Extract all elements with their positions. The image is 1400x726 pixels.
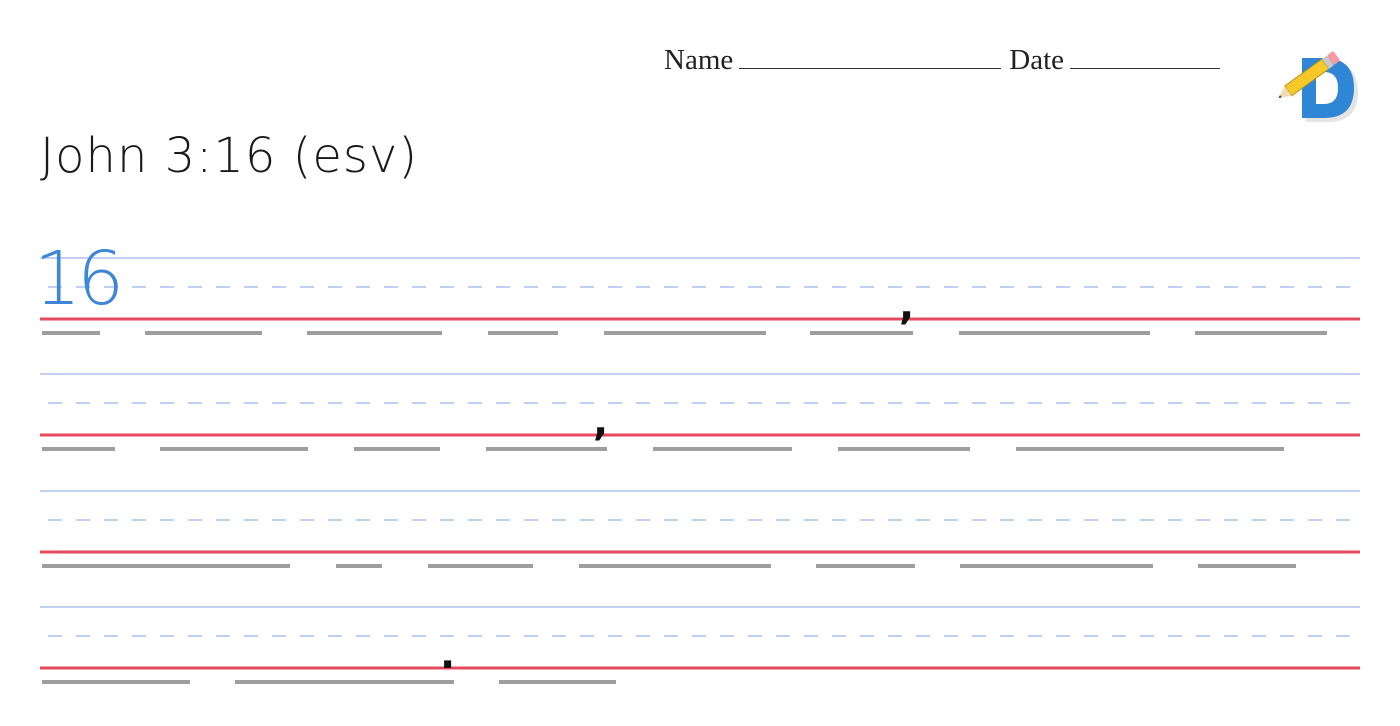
page-title: John 3:16 (esv) [40, 128, 419, 184]
comma-mark: , [593, 399, 608, 445]
comma-mark: , [899, 283, 914, 329]
pencil-icon [1278, 51, 1340, 98]
period-mark: . [440, 632, 455, 678]
worksheet-header: Name Date [664, 44, 1228, 77]
date-label: Date [1009, 44, 1064, 76]
name-field[interactable] [739, 46, 1002, 69]
name-label: Name [664, 44, 734, 76]
verse-number: 16 [34, 236, 124, 322]
logo [1278, 51, 1358, 122]
date-field[interactable] [1070, 46, 1220, 69]
